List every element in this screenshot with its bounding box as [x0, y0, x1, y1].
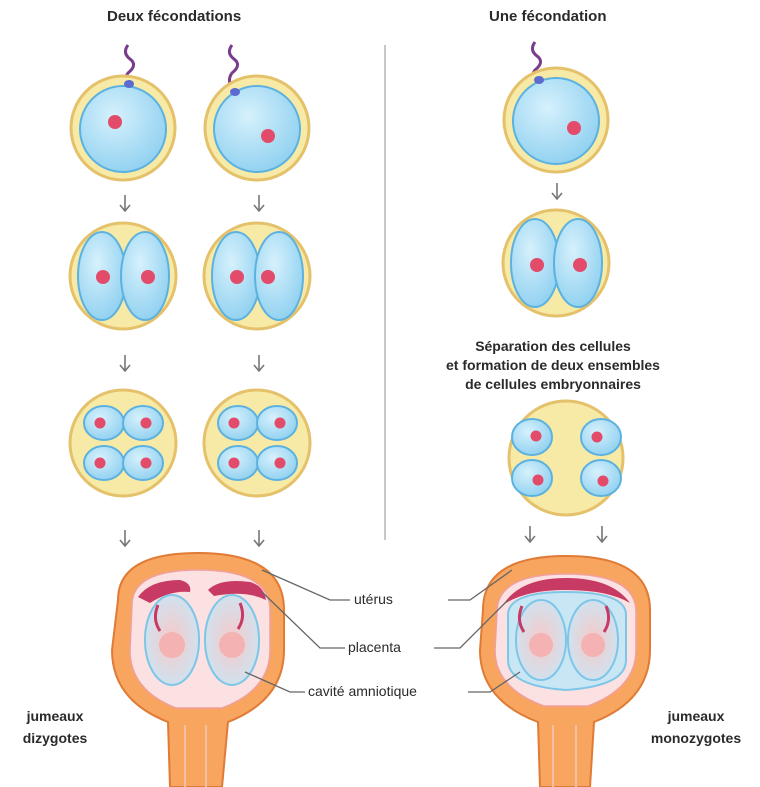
separation-line-3: de cellules embryonnaires	[398, 375, 708, 394]
leader-lines	[245, 570, 520, 692]
arrows-row2	[120, 355, 264, 371]
zona-pellucida	[70, 390, 176, 496]
sperm-head	[124, 80, 134, 88]
arrow-down	[254, 530, 264, 546]
nucleus	[95, 418, 106, 429]
four-cell-left-1	[70, 390, 176, 496]
nucleus	[141, 418, 152, 429]
nucleus	[275, 458, 286, 469]
title-two-fertilizations: Deux fécondations	[107, 8, 241, 25]
nucleus	[96, 270, 110, 284]
separation-line-1: Séparation des cellules	[398, 337, 708, 356]
nucleus	[530, 258, 544, 272]
embryo	[529, 633, 553, 657]
embryo	[219, 632, 245, 658]
separation-line-2: et formation de deux ensembles	[398, 356, 708, 375]
monozygotic-line-2: monozygotes	[640, 727, 752, 749]
zona-pellucida	[204, 390, 310, 496]
cell	[214, 86, 300, 172]
arrow-down	[120, 195, 130, 211]
nucleus	[573, 258, 587, 272]
nucleus	[229, 458, 240, 469]
title-one-fertilization: Une fécondation	[489, 8, 607, 25]
embryo	[159, 632, 185, 658]
arrow-down	[254, 355, 264, 371]
cell	[513, 78, 599, 164]
nucleus	[108, 115, 122, 129]
zona-pellucida	[509, 401, 623, 515]
two-cell-right	[503, 210, 609, 316]
blastomere	[512, 460, 552, 496]
arrow-down	[120, 355, 130, 371]
arrow-down	[120, 530, 130, 546]
nucleus	[229, 418, 240, 429]
monozygotic-twins-label: jumeaux monozygotes	[640, 705, 752, 749]
arrow-down	[254, 195, 264, 211]
nucleus	[230, 270, 244, 284]
zygote-left-2	[205, 45, 309, 180]
two-cell-left-1	[70, 223, 176, 329]
uterus-label: utérus	[351, 591, 396, 607]
nucleus	[141, 458, 152, 469]
arrows-row3	[120, 526, 607, 546]
amniotic-cavity-label: cavité amniotique	[305, 683, 420, 699]
nucleus	[261, 270, 275, 284]
nucleus	[592, 432, 603, 443]
nucleus	[598, 476, 609, 487]
monozygotic-line-1: jumeaux	[640, 705, 752, 727]
nucleus	[95, 458, 106, 469]
zygote-left-1	[71, 45, 175, 180]
uterus-right	[480, 556, 650, 787]
nucleus	[533, 475, 544, 486]
two-cell-left-2	[204, 223, 310, 329]
arrows-row1	[120, 183, 562, 211]
sperm-head	[230, 88, 240, 96]
arrow-down	[552, 183, 562, 199]
embryo	[581, 633, 605, 657]
arrow-down	[525, 526, 535, 542]
separation-label: Séparation des cellules et formation de …	[398, 337, 708, 394]
nucleus	[531, 431, 542, 442]
arrow-down	[597, 526, 607, 542]
nucleus	[141, 270, 155, 284]
dizygotic-line-1: jumeaux	[10, 705, 100, 727]
nucleus	[261, 129, 275, 143]
nucleus	[275, 418, 286, 429]
placenta-label: placenta	[345, 639, 404, 655]
nucleus	[567, 121, 581, 135]
four-cell-left-2	[204, 390, 310, 496]
zygote-right	[504, 42, 608, 172]
uterus-left	[112, 553, 284, 787]
cell	[80, 86, 166, 172]
dizygotic-line-2: dizygotes	[10, 727, 100, 749]
separated-cells-right	[509, 401, 623, 515]
dizygotic-twins-label: jumeaux dizygotes	[10, 705, 100, 749]
sperm-head	[534, 76, 544, 84]
